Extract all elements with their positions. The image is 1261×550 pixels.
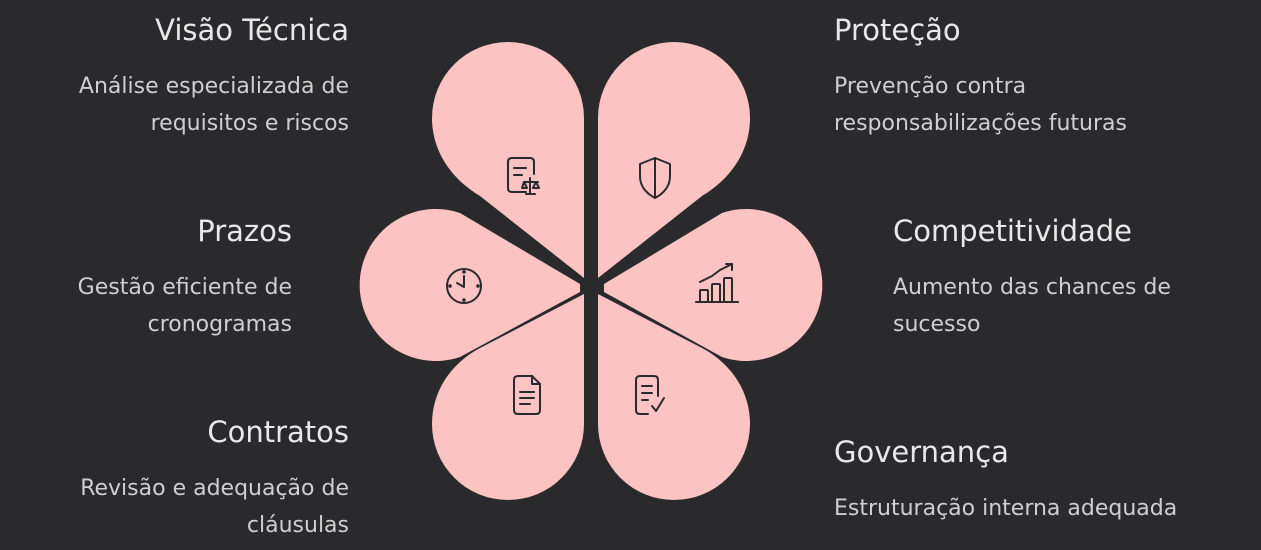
competitividade-desc-line1: Aumento das chances de (893, 275, 1171, 300)
governanca-desc-line1: Estruturação interna adequada (834, 496, 1178, 521)
petal-protecao (598, 42, 750, 278)
contratos-block: Contratos Revisão e adequação de cláusul… (0, 414, 349, 544)
petal-contratos (432, 294, 584, 500)
document-icon (513, 375, 541, 415)
protecao-desc-line2: responsabilizações futuras (834, 111, 1127, 136)
protecao-desc-line1: Prevenção contra (834, 74, 1027, 99)
prazos-title: Prazos (197, 214, 292, 248)
competitividade-block: Competitividade Aumento das chances de s… (893, 213, 1253, 343)
visao-tecnica-desc-line2: requisitos e riscos (150, 111, 349, 136)
prazos-block: Prazos Gestão eficiente de cronogramas (0, 213, 292, 343)
visao-tecnica-title: Visão Técnica (155, 13, 349, 47)
contratos-desc-line1: Revisão e adequação de (80, 476, 349, 501)
governanca-block: Governança Estruturação interna adequada (834, 434, 1261, 527)
governanca-title: Governança (834, 435, 1009, 469)
prazos-desc-line2: cronogramas (147, 312, 292, 337)
petal-governanca (598, 294, 750, 500)
contratos-title: Contratos (207, 415, 349, 449)
prazos-desc-line1: Gestão eficiente de (77, 275, 292, 300)
checklist-icon (635, 375, 665, 415)
competitividade-desc-line2: sucesso (893, 312, 981, 337)
protecao-title: Proteção (834, 13, 961, 47)
visao-tecnica-block: Visão Técnica Análise especializada de r… (0, 12, 349, 142)
clock-icon (446, 268, 482, 304)
growth-chart-icon (695, 263, 739, 303)
contratos-desc-line2: cláusulas (246, 513, 349, 538)
protecao-block: Proteção Prevenção contra responsabiliza… (834, 12, 1254, 142)
competitividade-title: Competitividade (893, 214, 1132, 248)
shield-icon (639, 157, 671, 199)
petal-prazos (359, 209, 580, 361)
document-scale-icon (507, 157, 540, 195)
visao-tecnica-desc-line1: Análise especializada de (78, 74, 349, 99)
